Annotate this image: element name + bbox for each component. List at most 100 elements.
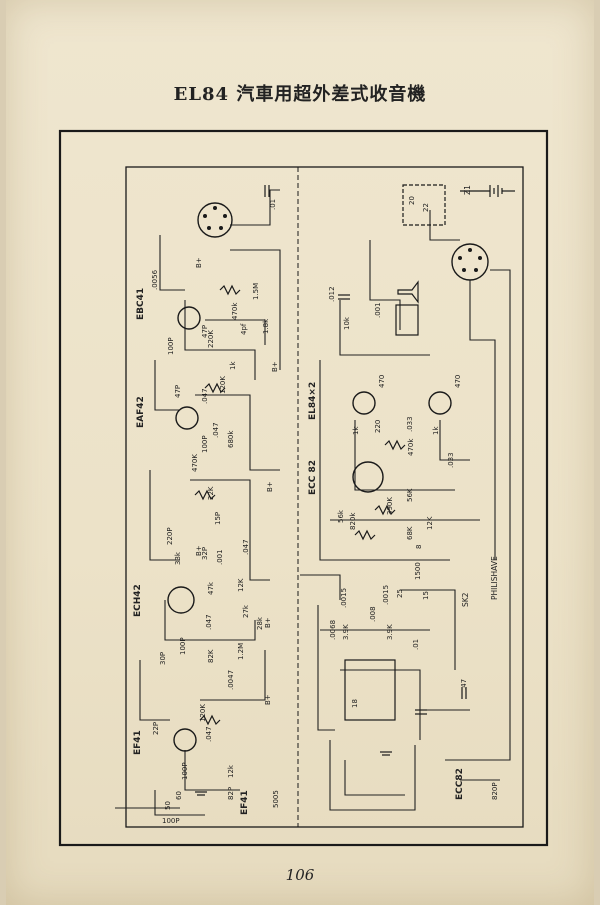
outer-frame (58, 129, 549, 847)
socket-pin (223, 214, 227, 218)
component-label: .047 (242, 539, 250, 555)
b-plus-label: B+ (264, 617, 272, 628)
component-label: 120K (199, 704, 207, 722)
component-label: 220P (166, 527, 174, 545)
component-label: 820k (349, 512, 357, 530)
socket-pin (468, 248, 472, 252)
component-label: 10k (343, 316, 351, 330)
tube-vibrator-socket (451, 243, 489, 281)
component-label: 820P (491, 782, 499, 800)
transformer-core (395, 304, 419, 336)
component-label: .001 (374, 302, 382, 318)
component-label: 30P (159, 652, 167, 665)
wire (159, 235, 185, 291)
b-plus-label: B+ (271, 361, 279, 372)
component-label: .0015 (382, 585, 390, 605)
wire (230, 189, 280, 226)
component-label: 82K (207, 649, 215, 663)
component-label: 22K (207, 486, 215, 500)
component-label: 1.2M (237, 643, 245, 660)
b-plus-label: B+ (266, 481, 274, 492)
component-label: 100P (179, 637, 187, 655)
component-label: 22 (422, 203, 430, 212)
socket-pin (462, 268, 466, 272)
tube-ebc41-socket (197, 202, 233, 238)
component-labels: .01 .0056 1.5M 470k 1.8k 47P 100P 220K 4… (151, 196, 499, 825)
component-label: 56K (406, 488, 414, 502)
wire (400, 589, 456, 670)
component-label: 68K (406, 526, 414, 540)
component-label: 470 (454, 375, 462, 388)
b-plus-label: B+ (264, 694, 272, 705)
wire (230, 249, 281, 370)
component-label: 47P (201, 325, 209, 338)
component-label: .001 (216, 549, 224, 565)
component-label: .047 (205, 726, 213, 742)
tube-label-ef41-left: EF41 (133, 730, 143, 755)
component-label: 56k (337, 509, 345, 523)
component-label: 470k (231, 302, 239, 320)
wire (184, 300, 256, 380)
inner-frame (125, 166, 524, 828)
component-label: 1.5M (252, 283, 260, 300)
tube-eaf42 (175, 406, 199, 430)
tube-el84-a (352, 391, 376, 415)
component-label: 100P (201, 435, 209, 453)
tube-el84-b (428, 391, 452, 415)
component-label: .012 (328, 286, 336, 302)
component-label: 680k (227, 430, 235, 448)
wire (205, 319, 266, 345)
component-label: .0056 (151, 269, 159, 290)
component-label: .047 (201, 388, 209, 404)
resistor-symbol (374, 504, 396, 516)
component-label: .008 (369, 606, 377, 622)
component-label: .047 (205, 614, 213, 630)
component-label: 470k (407, 438, 415, 456)
page-title: EL84 汽車用超外差式收音機 (173, 84, 427, 105)
wire (439, 420, 470, 461)
label-z1: Z1 (463, 185, 472, 195)
b-plus-label: B+ (195, 545, 203, 556)
component-label: 1k (432, 426, 440, 435)
wire (429, 210, 460, 241)
component-label: 8 (415, 545, 423, 549)
component-label: 3.9K (342, 624, 350, 640)
wire (184, 750, 240, 791)
switch-labels: SK2 PHILISHAVE Z1 (461, 185, 499, 607)
socket-pin (219, 226, 223, 230)
vacuum-tubes (167, 202, 489, 752)
socket-pin (478, 256, 482, 260)
component-label: .047 (212, 422, 220, 438)
resistor-symbol (194, 489, 216, 501)
socket-pin (203, 214, 207, 218)
wire (154, 360, 180, 411)
wire (149, 470, 180, 561)
component-label: 33k (174, 551, 182, 565)
component-label: 4pf (240, 323, 248, 335)
component-label: .01 (269, 199, 277, 210)
fuse-box (402, 184, 446, 226)
component-label: 28k (256, 616, 264, 630)
component-label: 1.8k (262, 318, 270, 334)
component-label: 60 (175, 791, 183, 800)
wire (300, 574, 341, 600)
tube-ech42 (167, 586, 195, 614)
page-number: 106 (285, 866, 315, 884)
socket-pin (474, 268, 478, 272)
if-transformer (344, 659, 396, 721)
wire (195, 394, 280, 471)
component-label: 1k (352, 426, 360, 435)
borders (58, 129, 549, 847)
component-label: 47k (207, 581, 215, 595)
component-label: 100P (167, 337, 175, 355)
component-label: 50 (164, 801, 172, 810)
component-label: 470 (378, 375, 386, 388)
component-label: .0068 (329, 620, 337, 640)
tube-label-ef41-bottom: EF41 (240, 790, 250, 815)
resistor-symbol (199, 714, 221, 726)
component-label: 100P (181, 762, 189, 780)
tube-label-el84: EL84×2 (308, 382, 318, 420)
resistor-symbol (384, 439, 406, 451)
wire (445, 269, 511, 761)
